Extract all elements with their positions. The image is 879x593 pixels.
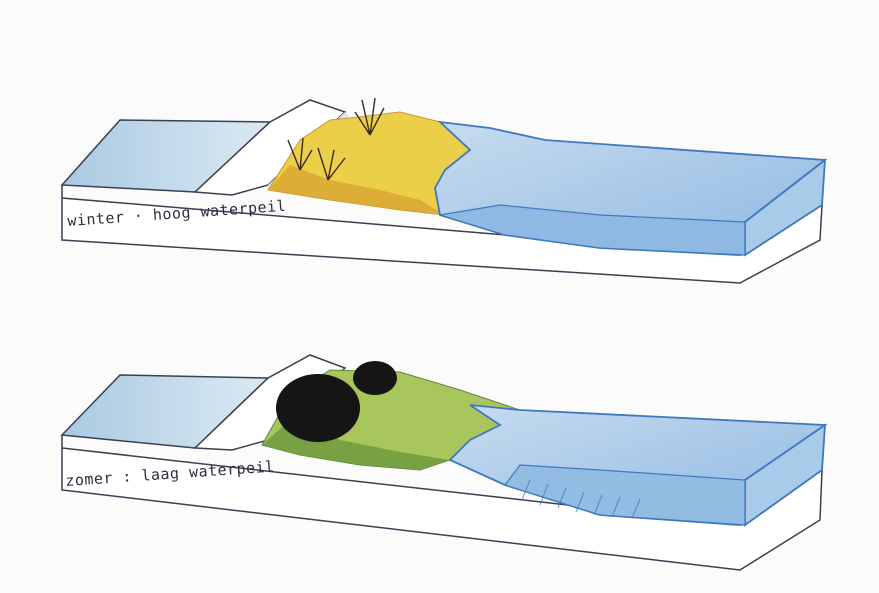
shrub-small (353, 361, 397, 395)
winter-panel (62, 98, 825, 283)
summer-panel (62, 355, 825, 570)
shrub-large (276, 374, 360, 442)
